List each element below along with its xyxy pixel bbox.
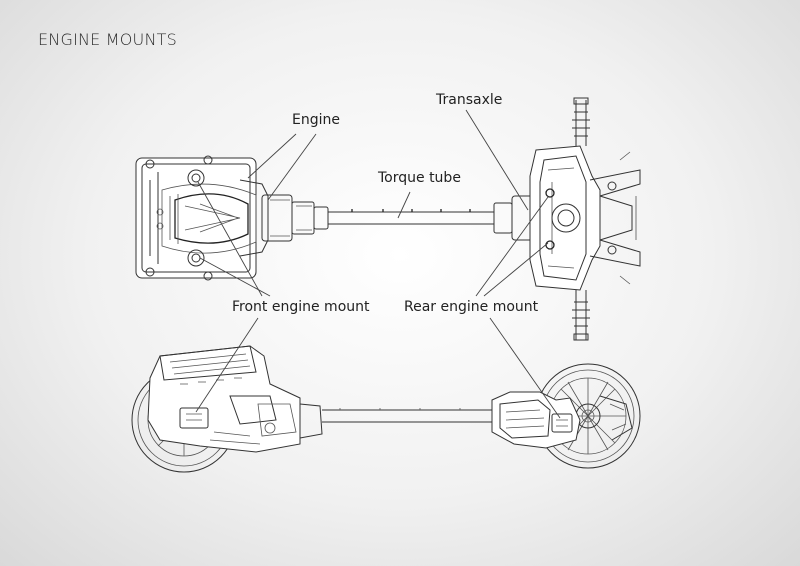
top-view-drivetrain [135,97,641,341]
leader-lines [195,109,561,419]
label-transaxle: Transaxle [436,92,503,108]
engine-side-view [147,345,323,453]
label-torque-tube: Torque tube [378,170,461,186]
label-engine: Engine [292,112,340,128]
transaxle-side-view [491,391,633,449]
transaxle-top-view [493,97,641,341]
torque-tube-side-view [322,408,492,423]
page-title: ENGINE MOUNTS [38,30,177,49]
side-view-drivetrain [131,345,641,473]
torque-tube-top-view [328,209,494,225]
engine-top-view [135,155,329,281]
label-front-engine-mount: Front engine mount [232,299,370,315]
label-rear-engine-mount: Rear engine mount [404,299,539,315]
